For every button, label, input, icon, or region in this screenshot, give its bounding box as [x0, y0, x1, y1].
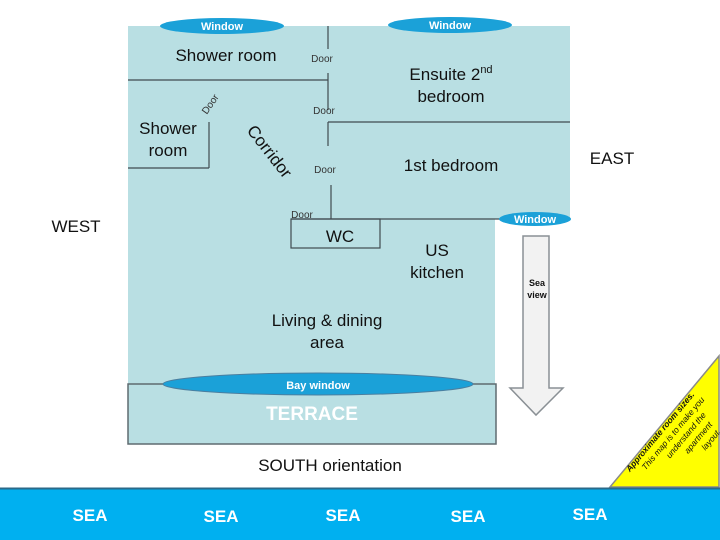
window-kitchen: Window	[499, 212, 571, 226]
bay-window: Bay window	[162, 372, 474, 396]
shape	[388, 17, 512, 33]
shower-room-2-label-2: room	[149, 141, 188, 160]
sea-view-arrow-icon: Sea view	[508, 235, 565, 417]
shape	[162, 372, 474, 396]
door-label: Door	[311, 54, 333, 65]
label: Window	[429, 20, 471, 32]
ensuite-label: Ensuite 2nd	[409, 64, 492, 84]
window-ensuite: Window	[388, 17, 512, 33]
wc-room	[290, 218, 381, 249]
shape	[508, 235, 565, 417]
window-shower: Window	[160, 18, 284, 34]
door-label: Door	[313, 106, 335, 117]
label: SEA	[326, 506, 361, 525]
shower-room-2-label: Shower	[139, 119, 197, 138]
label: SEA	[573, 505, 608, 524]
label: Window	[201, 21, 243, 33]
living-label: Living & dining	[272, 311, 383, 330]
label: Bay window	[286, 380, 350, 392]
shape	[499, 212, 571, 226]
kitchen-label: US	[425, 241, 449, 260]
first-bedroom-label: 1st bedroom	[404, 156, 499, 175]
label: view	[527, 290, 548, 300]
label: Sea	[529, 278, 546, 288]
kitchen-label-2: kitchen	[410, 263, 464, 282]
door-label: Door	[314, 165, 336, 176]
wc-label: WC	[326, 227, 354, 246]
terrace-area	[127, 383, 497, 445]
label: nd	[480, 64, 492, 76]
note-triangle: Approximate room sizes. This map is to m…	[608, 353, 720, 488]
living-label-2: area	[310, 333, 345, 352]
apartment-floor	[127, 26, 570, 445]
sea-band: SEA SEA SEA SEA SEA	[0, 487, 720, 540]
terrace-label: TERRACE	[266, 404, 358, 425]
shape	[160, 18, 284, 34]
label: Ensuite 2	[409, 65, 480, 84]
west-label: WEST	[51, 217, 100, 236]
shape	[128, 26, 570, 384]
south-label: SOUTH orientation	[258, 456, 402, 475]
shower-room-label: Shower room	[175, 46, 276, 65]
shape	[0, 488, 720, 540]
east-label: EAST	[590, 149, 634, 168]
label: SEA	[204, 507, 239, 526]
label: SEA	[73, 506, 108, 525]
door-label: Door	[291, 210, 313, 221]
label: Window	[514, 214, 556, 226]
ensuite-label-2: bedroom	[417, 87, 484, 106]
shape	[608, 353, 720, 488]
label: SEA	[451, 507, 486, 526]
